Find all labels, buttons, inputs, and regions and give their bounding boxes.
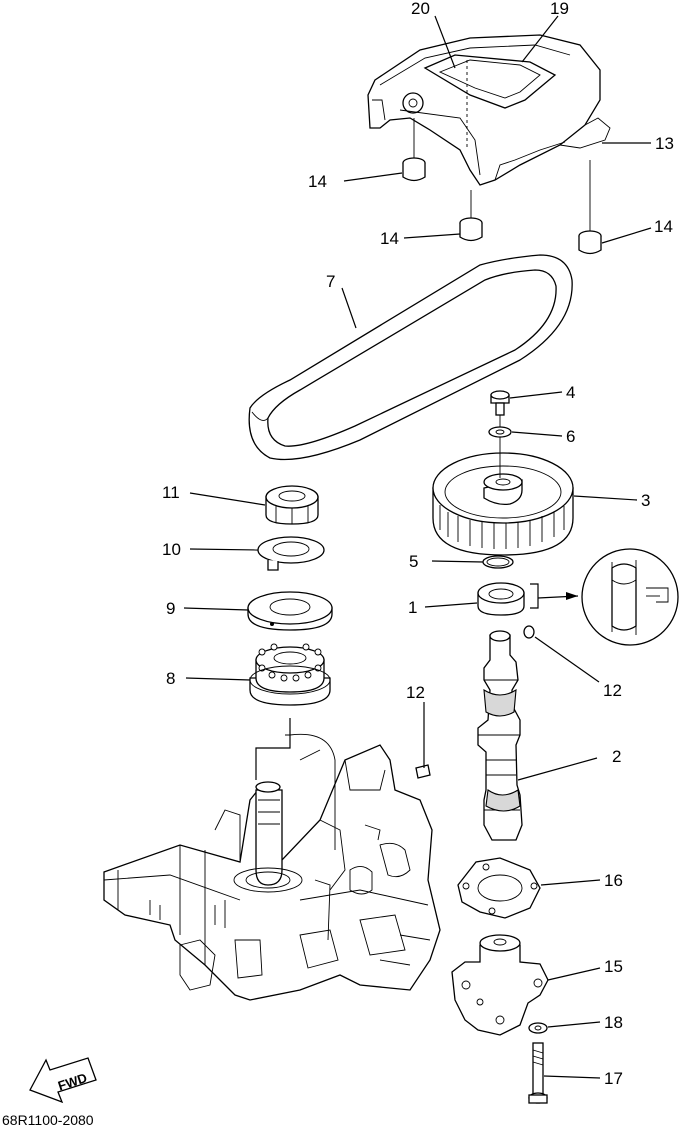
callout-3: 3: [641, 491, 650, 510]
block-dowel-pin: [415, 705, 431, 779]
pump-bolt: [528, 1042, 548, 1104]
pulley-bolt: [490, 390, 510, 478]
driven-sprocket: [249, 643, 331, 706]
pump-washer: [528, 1022, 548, 1034]
callout-10: 10: [162, 540, 181, 559]
dowel-pin: [523, 625, 535, 639]
seal-bracket: [530, 583, 579, 609]
engine-block: [103, 718, 441, 1001]
callout-6: 6: [566, 427, 575, 446]
detail-inset: [581, 548, 679, 646]
oil-pump-gasket: [457, 857, 541, 919]
callout-13: 13: [655, 134, 674, 153]
cover-grommets: [402, 118, 602, 255]
callout-15: 15: [604, 957, 623, 976]
callout-16: 16: [604, 871, 623, 890]
crankshaft-nut: [265, 485, 319, 525]
callout-9: 9: [166, 599, 175, 618]
pulley-washer: [488, 426, 512, 438]
callout-labels: 20 19 13 14 14 14 7 4 6 3 11 10 5 1 9 8 …: [2, 0, 674, 1128]
callout-4: 4: [566, 383, 575, 402]
oil-seal: [477, 582, 525, 616]
callout-12a: 12: [406, 683, 425, 702]
callout-14a: 14: [308, 172, 327, 191]
leader-lines: [183, 15, 652, 1079]
callout-12b: 12: [603, 681, 622, 700]
camshaft: [477, 630, 523, 841]
callout-19: 19: [550, 0, 569, 18]
callout-2: 2: [612, 747, 621, 766]
callout-1: 1: [408, 598, 417, 617]
lock-washer: [257, 536, 325, 571]
callout-11: 11: [162, 483, 180, 502]
callout-5: 5: [409, 552, 418, 571]
callout-14b: 14: [380, 229, 399, 248]
timing-belt: [248, 254, 573, 461]
sensor-plate: [423, 54, 557, 150]
callout-7: 7: [326, 272, 335, 291]
camshaft-pulley: [432, 452, 574, 556]
callout-18: 18: [604, 1013, 623, 1032]
sprocket-plate: [247, 591, 333, 631]
oil-pump: [451, 934, 549, 1036]
callout-14c: 14: [654, 217, 673, 236]
drawing-code: 68R1100-2080: [2, 1112, 94, 1128]
callout-17: 17: [604, 1069, 623, 1088]
callout-20: 20: [411, 0, 430, 18]
fwd-arrow: FWD: [29, 1057, 97, 1104]
callout-8: 8: [166, 669, 175, 688]
o-ring: [482, 555, 514, 569]
